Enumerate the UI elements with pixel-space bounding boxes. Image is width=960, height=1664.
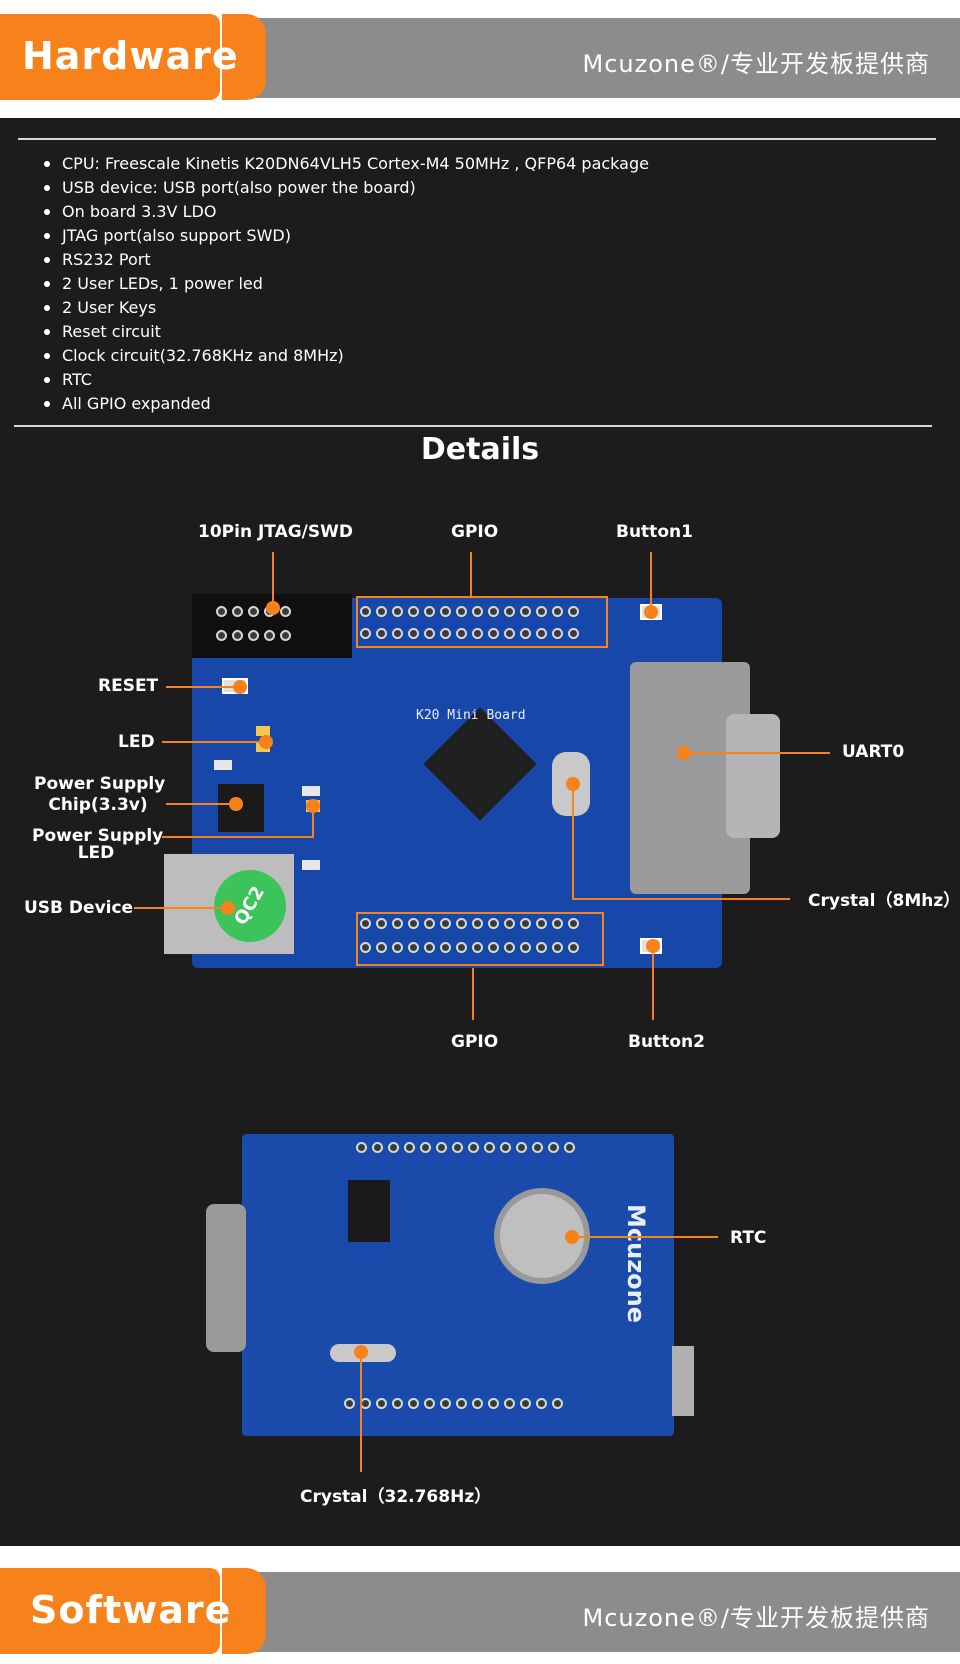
ic-u3 xyxy=(348,1180,390,1242)
hardware-banner: Hardware Mcuzone®/专业开发板提供商 xyxy=(0,0,960,110)
spec-item: CPU: Freescale Kinetis K20DN64VLH5 Corte… xyxy=(40,152,649,176)
reset-pointer xyxy=(166,686,242,688)
spec-item: 2 User LEDs, 1 power led xyxy=(40,272,649,296)
crystal-32k-label: Crystal（32.768Hz） xyxy=(300,1487,492,1507)
usb-dot xyxy=(221,901,235,915)
banner-gray-bar xyxy=(250,18,960,98)
spec-item: Reset circuit xyxy=(40,320,649,344)
board-back-pcb xyxy=(242,1134,674,1436)
button2-label: Button2 xyxy=(628,1032,705,1052)
jtag-pins-row2 xyxy=(216,630,291,641)
spec-item: JTAG port(also support SWD) xyxy=(40,224,649,248)
qc-text: QC2 xyxy=(230,882,269,929)
power-chip-label-line1: Power Supply xyxy=(34,774,166,794)
button1-dot xyxy=(644,605,658,619)
jtag-pointer xyxy=(272,552,274,608)
crystal-8m-pointer xyxy=(572,898,790,900)
reset-dot xyxy=(233,680,247,694)
led-label: LED xyxy=(118,732,155,752)
rtc-pointer xyxy=(572,1236,718,1238)
reset-label: RESET xyxy=(98,676,159,696)
banner-gray-bar xyxy=(250,1572,960,1652)
power-chip-label-line2: Chip(3.3v) xyxy=(48,795,148,815)
crystal-8m-label: Crystal（8Mhz） xyxy=(808,891,960,911)
rtc-label: RTC xyxy=(730,1228,767,1248)
gpio-top-pins-row2 xyxy=(360,628,579,639)
spec-item: RS232 Port xyxy=(40,248,649,272)
divider-top xyxy=(18,138,936,140)
spec-item: All GPIO expanded xyxy=(40,392,649,416)
gpio-top-label: GPIO xyxy=(451,522,499,542)
brand-text: Mcuzone®/专业开发板提供商 xyxy=(582,1604,930,1632)
crystal-8m-pointer-vertical xyxy=(572,784,574,900)
brand-text: Mcuzone®/专业开发板提供商 xyxy=(582,50,930,78)
gpio-top-pointer xyxy=(470,552,472,596)
banner-orange-tab-edge xyxy=(222,1568,266,1654)
button1-pointer xyxy=(650,552,652,608)
details-heading: Details xyxy=(420,432,540,467)
smd-component xyxy=(302,786,320,796)
banner-orange-tab xyxy=(0,1568,220,1654)
software-banner: Software Mcuzone®/专业开发板提供商 xyxy=(0,1554,960,1664)
db9-connector-back xyxy=(206,1204,246,1352)
spec-item: RTC xyxy=(40,368,649,392)
back-pins-top xyxy=(356,1142,575,1153)
usb-pointer xyxy=(134,907,230,909)
section-title: Hardware xyxy=(22,34,239,78)
uart-pointer xyxy=(684,752,830,754)
gpio-bottom-pointer xyxy=(472,968,474,1020)
board-name-silk: K20 Mini Board xyxy=(416,708,526,723)
user-led-d6 xyxy=(256,726,270,736)
crystal-32k-dot xyxy=(354,1345,368,1359)
spec-item: USB device: USB port(also power the boar… xyxy=(40,176,649,200)
uart-label: UART0 xyxy=(842,742,905,762)
button2-dot xyxy=(646,939,660,953)
db9-shell xyxy=(726,714,780,838)
gpio-bottom-pins-row2 xyxy=(360,942,579,953)
crystal-32k-pointer xyxy=(360,1352,362,1472)
crystal-8m-dot xyxy=(566,777,580,791)
spec-item: Clock circuit(32.768KHz and 8MHz) xyxy=(40,344,649,368)
smd-component xyxy=(302,860,320,870)
rtc-dot xyxy=(565,1230,579,1244)
jtag-dot xyxy=(266,601,280,615)
gpio-bottom-label: GPIO xyxy=(451,1032,499,1052)
back-pins-bottom xyxy=(344,1398,563,1409)
section-title: Software xyxy=(30,1588,232,1632)
led-pointer xyxy=(162,741,266,743)
jtag-label: 10Pin JTAG/SWD xyxy=(198,522,353,542)
banner-orange-tab-edge xyxy=(222,14,266,100)
power-led-pointer xyxy=(162,836,314,838)
smd-component xyxy=(214,760,232,770)
power-led-dot xyxy=(306,799,320,813)
power-chip-dot xyxy=(229,797,243,811)
power-led-label-line1: Power Supply xyxy=(32,826,164,846)
gpio-top-pins-row1 xyxy=(360,606,579,617)
spec-item: 2 User Keys xyxy=(40,296,649,320)
led-dot xyxy=(259,735,273,749)
power-chip-pointer xyxy=(166,803,236,805)
banner-orange-tab xyxy=(0,14,220,100)
button2-pointer xyxy=(652,946,654,1020)
uart-dot xyxy=(677,746,691,760)
spec-item: On board 3.3V LDO xyxy=(40,200,649,224)
back-brand-silk: Mcuzone xyxy=(622,1204,650,1324)
power-led-label-line2: LED xyxy=(77,843,115,863)
button1-label: Button1 xyxy=(616,522,693,542)
gpio-bottom-highlight xyxy=(356,912,604,966)
spec-list: CPU: Freescale Kinetis K20DN64VLH5 Corte… xyxy=(40,152,649,416)
usb-label: USB Device xyxy=(24,898,134,918)
divider-bottom xyxy=(14,425,932,427)
gpio-top-highlight xyxy=(356,596,608,648)
power-led-pointer-vertical xyxy=(312,806,314,838)
usb-connector-back xyxy=(672,1346,694,1416)
gpio-bottom-pins-row1 xyxy=(360,918,579,929)
